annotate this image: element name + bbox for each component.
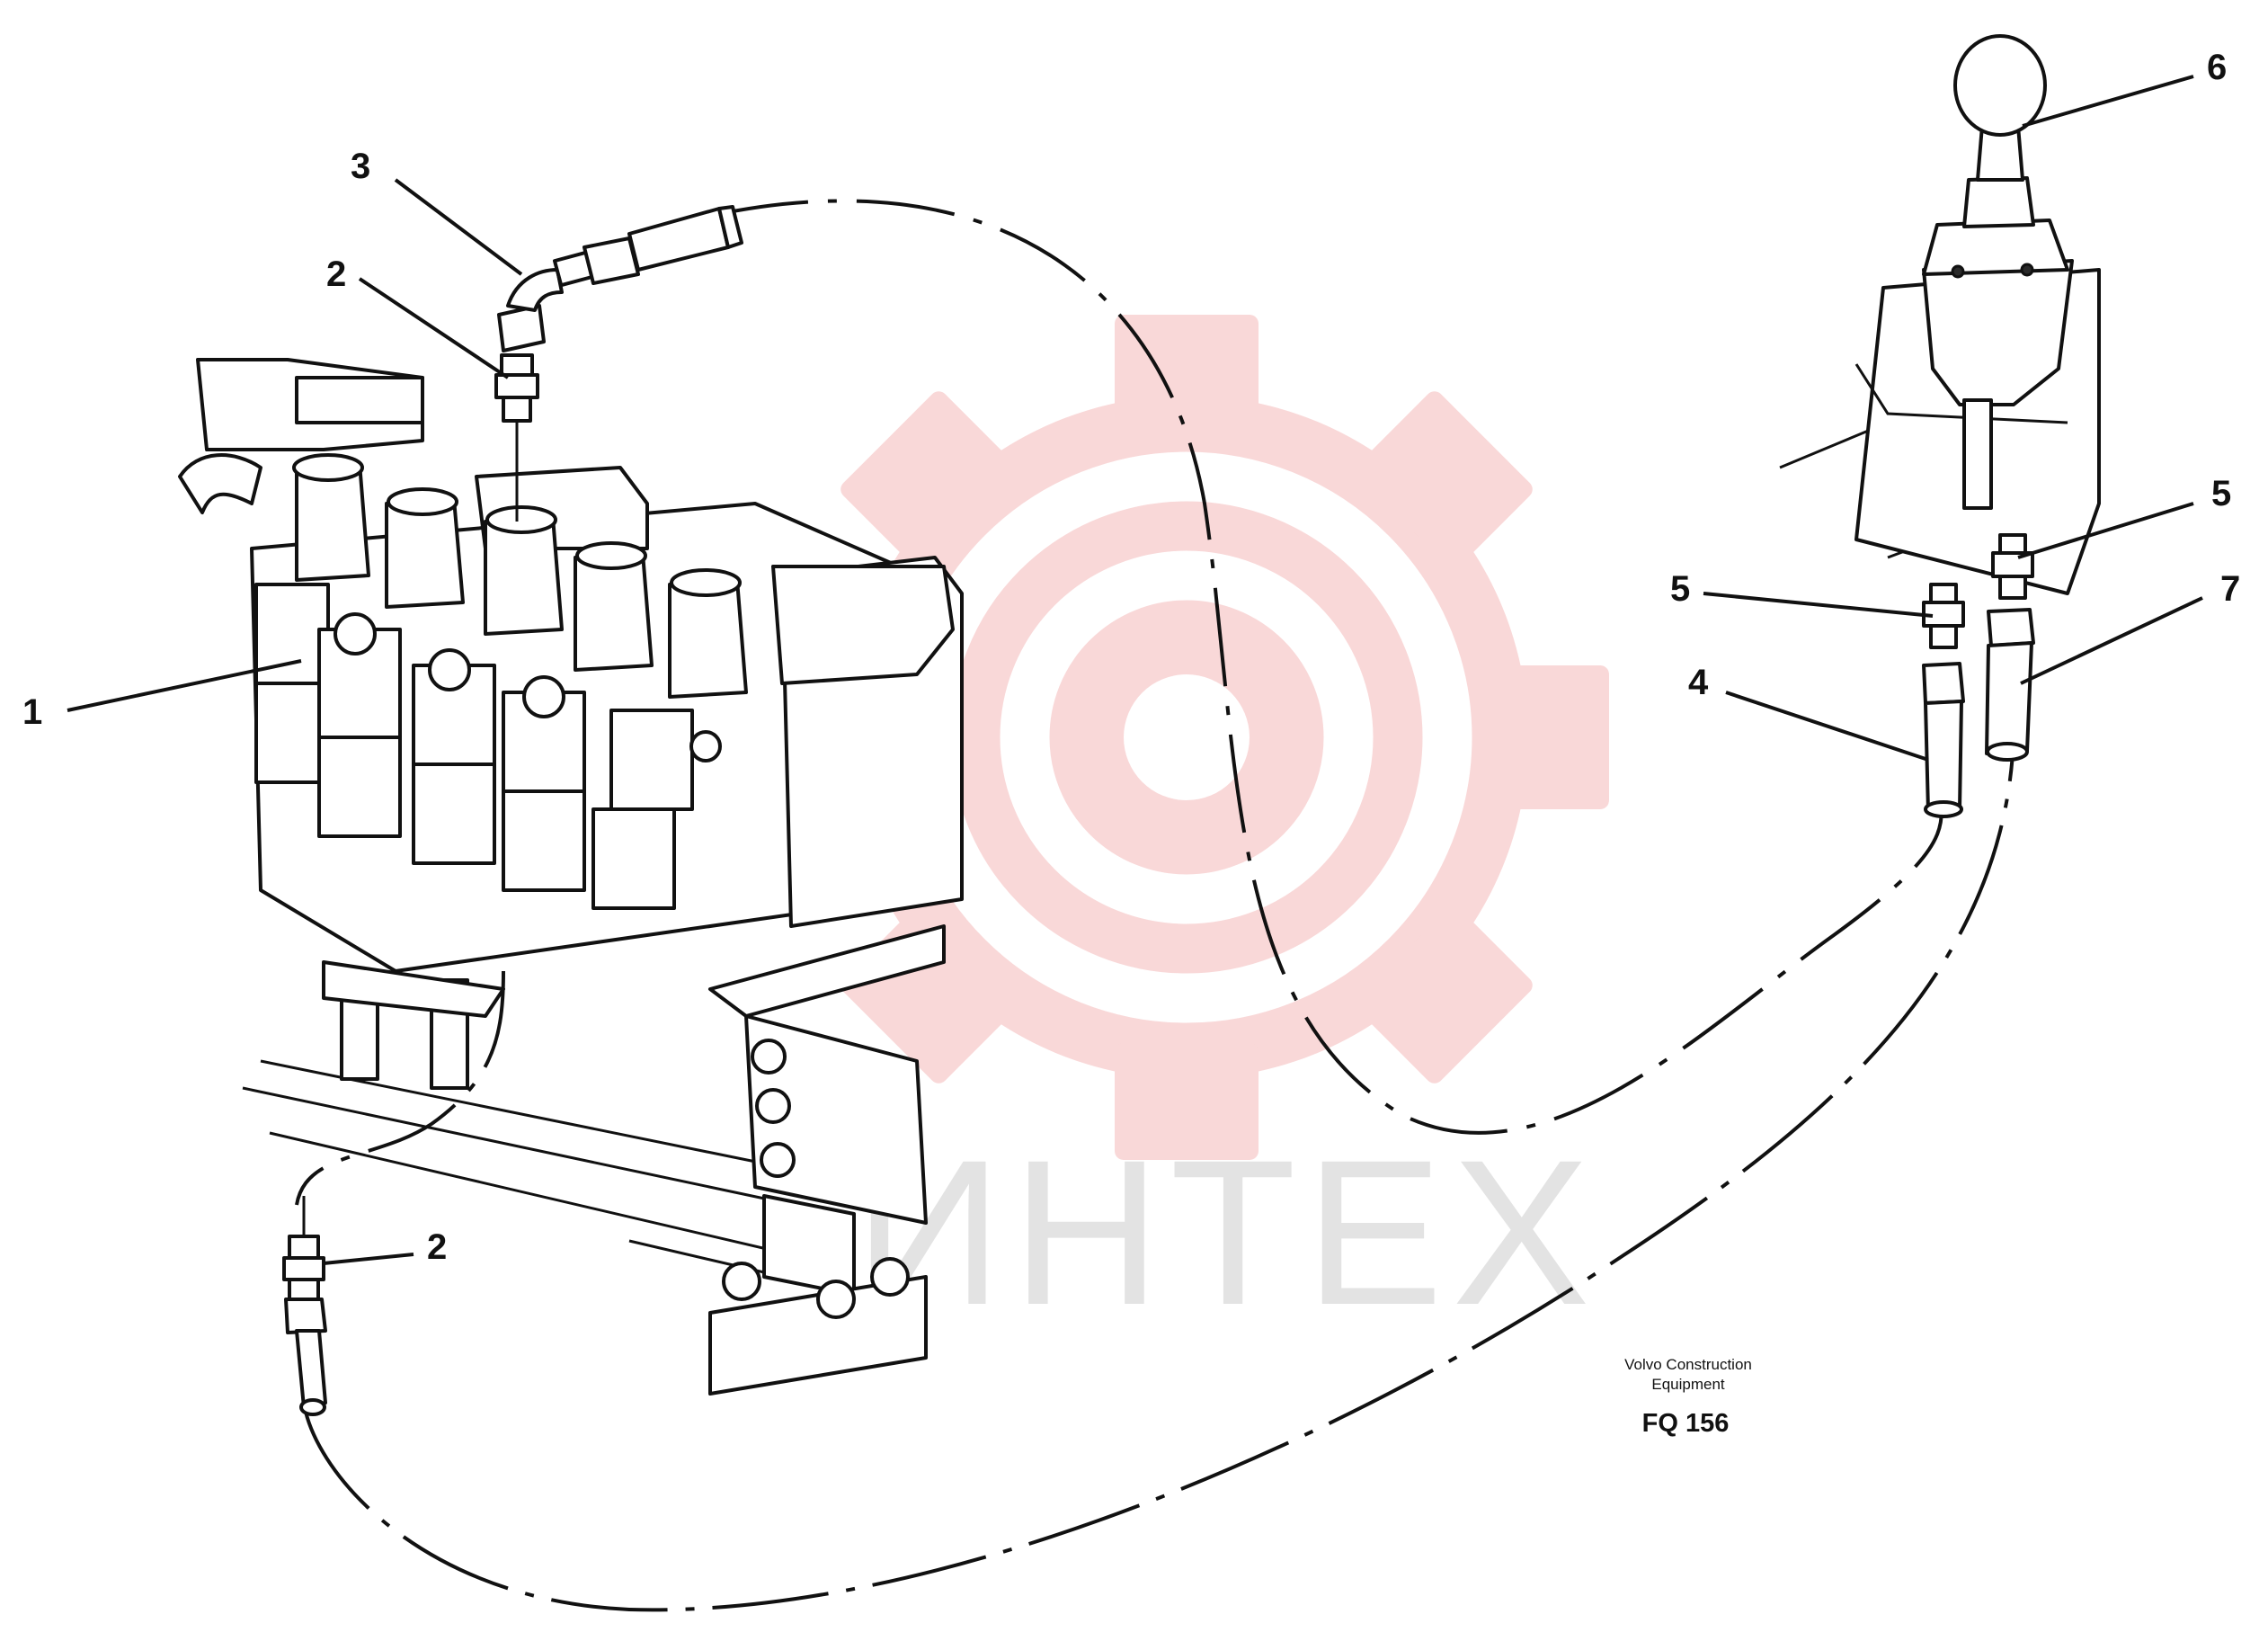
- pipe-lower-loop: [304, 736, 2015, 1612]
- joystick-assembly: [1854, 34, 2101, 595]
- figure-caption: Volvo Construction Equipment FQ 156: [1624, 1356, 1752, 1438]
- lower-hose-fitting: [282, 1196, 327, 1416]
- figure-code: FQ 156: [1642, 1409, 1730, 1438]
- right-fittings: [1922, 533, 2035, 818]
- callout-5-left: 5: [1670, 569, 1690, 609]
- top-fittings: [494, 205, 743, 522]
- callouts: 1 2 2 3 4 5 5 6 7: [22, 48, 2240, 1267]
- callout-6: 6: [2207, 48, 2227, 87]
- callout-3: 3: [351, 147, 370, 186]
- watermark-text: ИНТЕХ: [854, 1117, 1599, 1348]
- caption-manufacturer-line2: Equipment: [1651, 1376, 1725, 1393]
- control-valve-assembly: [178, 358, 964, 1396]
- callout-5-right: 5: [2211, 474, 2231, 513]
- leader-lines: [67, 75, 2203, 1265]
- caption-manufacturer: Volvo Construction: [1624, 1356, 1752, 1373]
- callout-1: 1: [22, 692, 42, 732]
- callout-4: 4: [1688, 663, 1709, 702]
- pipe-valve-drop: [295, 970, 505, 1206]
- callout-2-bottom: 2: [427, 1227, 447, 1267]
- callout-2-top: 2: [326, 254, 346, 294]
- callout-7: 7: [2220, 569, 2240, 609]
- pipe-upper-loop: [709, 199, 1943, 1135]
